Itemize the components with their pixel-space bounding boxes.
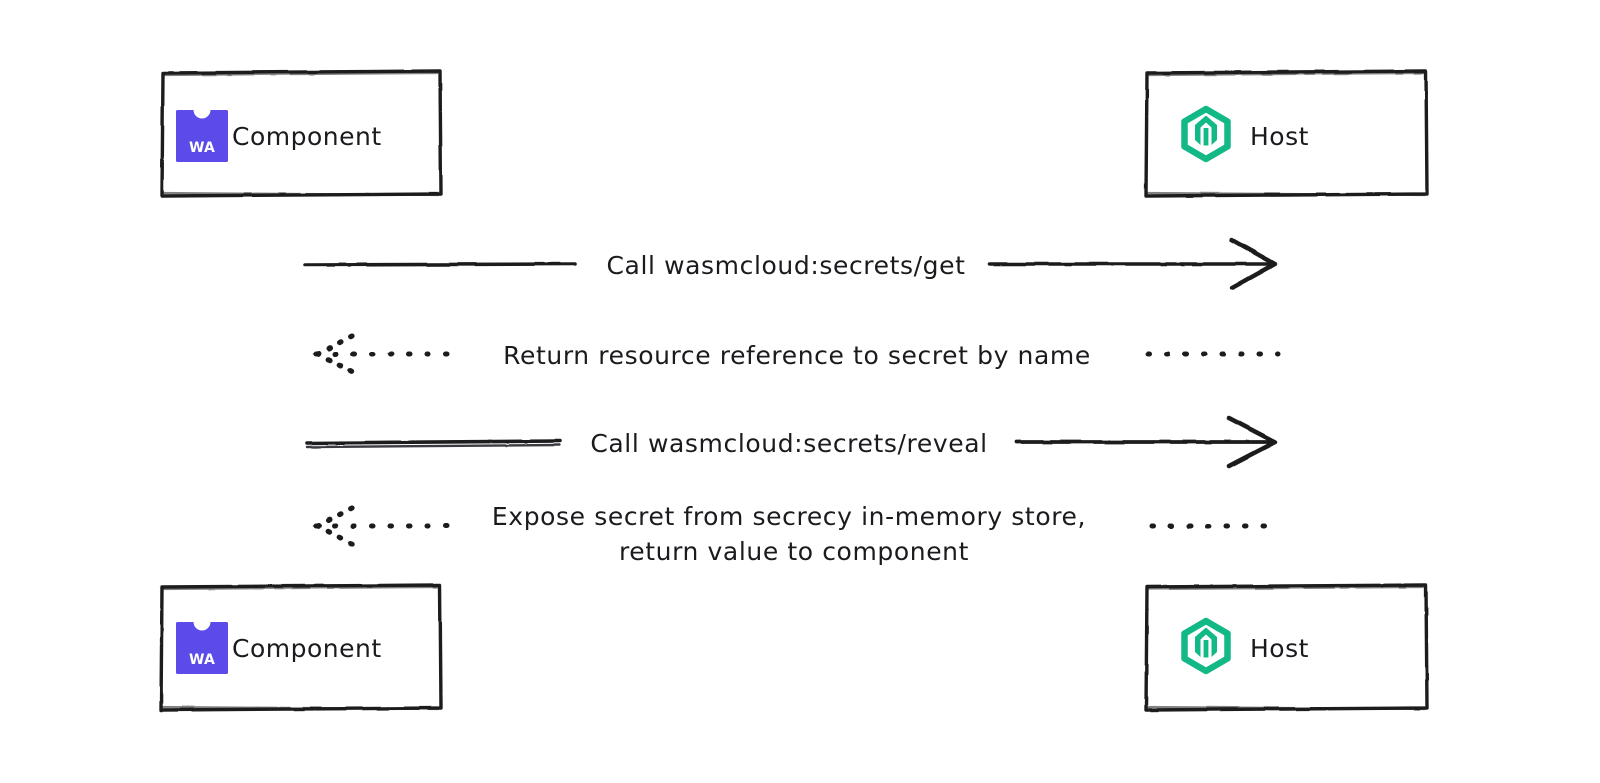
participant-label-host-top: Host bbox=[1250, 122, 1309, 151]
webassembly-logo-icon: WA bbox=[176, 110, 228, 162]
lifelines bbox=[300, 196, 1287, 588]
participant-label-host-bottom: Host bbox=[1250, 634, 1309, 663]
webassembly-logo-text: WA bbox=[189, 140, 215, 156]
message-arrow-4 bbox=[312, 505, 1283, 547]
participant-box-component-bottom bbox=[159, 583, 443, 712]
participant-label-component-top: Component bbox=[232, 122, 382, 151]
participant-box-host-bottom bbox=[1144, 583, 1429, 712]
message-label-1: Call wasmcloud:secrets/get bbox=[606, 251, 965, 280]
message-arrow-2 bbox=[312, 333, 1281, 375]
message-label-4-line-1: Expose secret from secrecy in-memory sto… bbox=[492, 502, 1086, 531]
message-arrow-1 bbox=[303, 237, 1278, 291]
message-label-3: Call wasmcloud:secrets/reveal bbox=[590, 429, 987, 458]
webassembly-logo-icon-bottom: WA bbox=[176, 622, 228, 674]
wasmcloud-hexagon-logo-icon-bottom bbox=[1181, 617, 1231, 675]
message-arrow-3 bbox=[305, 415, 1278, 469]
participant-label-component-bottom: Component bbox=[232, 634, 382, 663]
message-label-2: Return resource reference to secret by n… bbox=[503, 341, 1091, 370]
participant-box-host-top bbox=[1144, 69, 1429, 198]
participant-box-component-top bbox=[160, 69, 443, 198]
wasmcloud-hexagon-logo-icon bbox=[1181, 105, 1231, 163]
webassembly-logo-text-bottom: WA bbox=[189, 652, 215, 668]
message-label-4-line-2: return value to component bbox=[619, 537, 969, 566]
